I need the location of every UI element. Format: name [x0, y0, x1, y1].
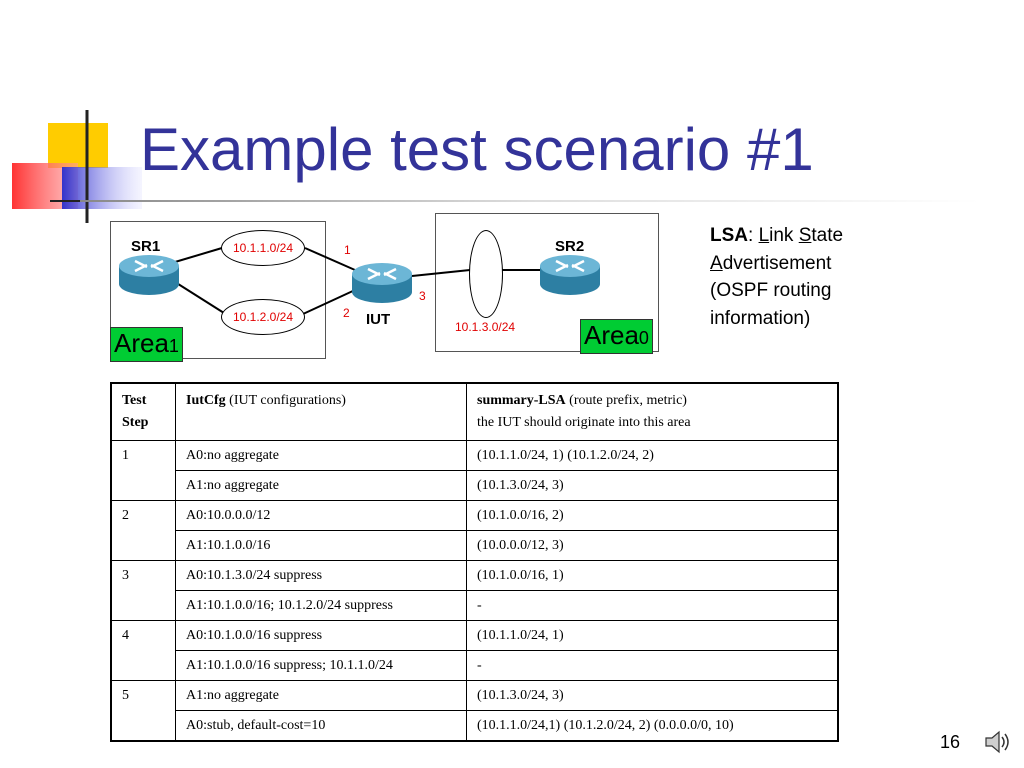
router-icon [352, 263, 412, 303]
area1-label-sub: 1 [168, 336, 179, 356]
speaker-icon[interactable] [982, 727, 1012, 757]
lsa-colon: : [748, 225, 759, 246]
lsa-line1: LSA: Link State [710, 222, 843, 250]
lsa-cell: - [466, 650, 839, 681]
lsa-link: ink [769, 225, 799, 246]
header-test: Test [122, 393, 147, 408]
step-cell: 5 [110, 680, 176, 742]
table-row: 1 A0:no aggregate (10.1.1.0/24, 1) (10.1… [110, 440, 839, 501]
table-header-row: Test Step IutCfg (IUT configurations) su… [110, 382, 839, 441]
lsa-term: LSA [710, 225, 748, 246]
area1-label-text: Area [114, 328, 169, 358]
header-lsa-line2: the IUT should originate into this area [477, 415, 691, 430]
table-row: A0:stub, default-cost=10 (10.1.1.0/24,1)… [111, 710, 839, 742]
cfg-cell: A1:10.1.0.0/16 [175, 530, 467, 561]
header-lsa-rest: (route prefix, metric) [565, 393, 687, 408]
cfg-cell: A0:10.1.0.0/16 suppress [175, 620, 467, 651]
interface-3-label: 3 [419, 289, 426, 303]
lsa-cell: (10.1.1.0/24,1) (10.1.2.0/24, 2) (0.0.0.… [466, 710, 839, 742]
network-10-1-1-0: 10.1.1.0/24 [221, 230, 305, 266]
table-row: A1:10.1.0.0/16; 10.1.2.0/24 suppress - [111, 590, 839, 621]
lsa-cell: (10.1.3.0/24, 3) [466, 680, 839, 711]
test-steps-table: Test Step IutCfg (IUT configurations) su… [110, 382, 839, 742]
lsa-cell: (10.1.1.0/24, 1) [466, 620, 839, 651]
lsa-line4: information) [710, 307, 811, 329]
lsa-advertisement: dvertisement [722, 252, 832, 274]
interface-2-label: 2 [343, 306, 350, 320]
cfg-cell: A0:10.1.3.0/24 suppress [175, 560, 467, 591]
page-number: 16 [940, 732, 961, 752]
router-iut-label: IUT [366, 311, 391, 328]
header-step: Step [122, 415, 149, 430]
step-cell: 2 [110, 500, 176, 561]
network-10-1-3-0 [469, 230, 503, 318]
router-sr2-label: SR2 [555, 238, 585, 255]
network-10-1-3-0-label: 10.1.3.0/24 [455, 320, 516, 334]
lsa-cell: - [466, 590, 839, 621]
network-10-1-2-0: 10.1.2.0/24 [221, 299, 305, 335]
network-label: 10.1.2.0/24 [232, 310, 294, 324]
cfg-cell: A0:no aggregate [175, 440, 467, 471]
title-underline [80, 200, 980, 202]
table-row: A1:no aggregate (10.1.3.0/24, 3) [111, 470, 839, 501]
lsa-cell: (10.0.0.0/12, 3) [466, 530, 839, 561]
cfg-cell: A1:10.1.0.0/16 suppress; 10.1.1.0/24 [175, 650, 467, 681]
header-summary-lsa: summary-LSA (route prefix, metric) the I… [466, 382, 839, 441]
lsa-a: A [710, 252, 723, 274]
header-lsa-bold: summary-LSA [477, 393, 566, 408]
router-icon [119, 255, 179, 295]
router-icon [540, 255, 600, 295]
network-label: 10.1.1.0/24 [232, 241, 294, 255]
lsa-l: L [758, 225, 770, 246]
lsa-definition: LSA: Link State Advertisement (OSPF rout… [710, 222, 843, 332]
lsa-s: S [798, 225, 812, 246]
lsa-cell: (10.1.0.0/16, 1) [466, 560, 839, 591]
lsa-state: tate [811, 225, 844, 246]
header-iutcfg: IutCfg (IUT configurations) [175, 382, 467, 441]
step-cell: 4 [110, 620, 176, 681]
cfg-cell: A0:10.0.0.0/12 [175, 500, 467, 531]
header-iutcfg-bold: IutCfg [186, 393, 226, 408]
step-cell: 1 [110, 440, 176, 501]
lsa-line2: Advertisement [710, 250, 843, 278]
table-row: 3 A0:10.1.3.0/24 suppress (10.1.0.0/16, … [110, 560, 839, 621]
cfg-cell: A1:no aggregate [175, 470, 467, 501]
step-cell: 3 [110, 560, 176, 621]
area0-label-sub: 0 [638, 328, 649, 348]
cfg-cell: A1:no aggregate [175, 680, 467, 711]
area0-label: Area0 [580, 319, 653, 354]
area0-label-text: Area [584, 320, 639, 350]
interface-1-label: 1 [344, 243, 351, 257]
lsa-line3: (OSPF routing [710, 280, 832, 301]
header-iutcfg-rest: (IUT configurations) [225, 393, 346, 408]
table-row: 4 A0:10.1.0.0/16 suppress (10.1.1.0/24, … [110, 620, 839, 681]
cfg-cell: A0:stub, default-cost=10 [175, 710, 467, 742]
area1-label: Area1 [110, 327, 183, 362]
table-row: A1:10.1.0.0/16 (10.0.0.0/12, 3) [111, 530, 839, 561]
cfg-cell: A1:10.1.0.0/16; 10.1.2.0/24 suppress [175, 590, 467, 621]
lsa-cell: (10.1.1.0/24, 1) (10.1.2.0/24, 2) [466, 440, 839, 471]
table-row: 5 A1:no aggregate (10.1.3.0/24, 3) [110, 680, 839, 742]
router-sr1-label: SR1 [131, 238, 161, 255]
table-row: A1:10.1.0.0/16 suppress; 10.1.1.0/24 - [111, 650, 839, 681]
table-row: 2 A0:10.0.0.0/12 (10.1.0.0/16, 2) [110, 500, 839, 561]
lsa-cell: (10.1.3.0/24, 3) [466, 470, 839, 501]
lsa-cell: (10.1.0.0/16, 2) [466, 500, 839, 531]
slide-title: Example test scenario #1 [140, 116, 814, 183]
header-test-step: Test Step [110, 382, 176, 441]
